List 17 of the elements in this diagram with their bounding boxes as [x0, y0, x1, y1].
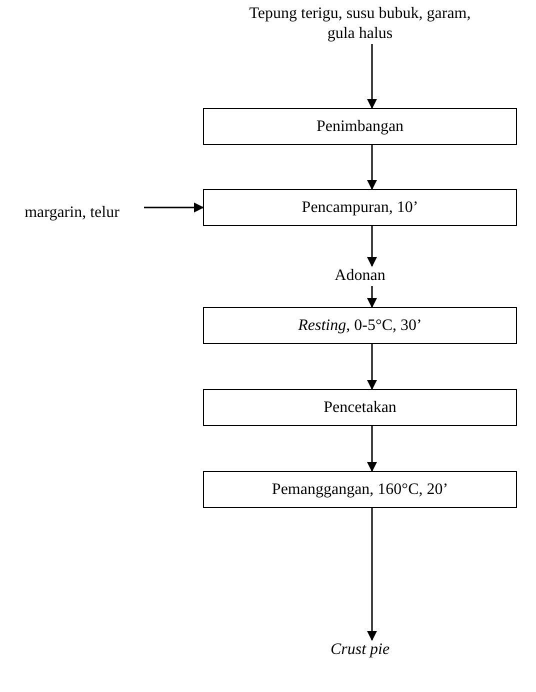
arrow	[367, 145, 377, 190]
process-box: Pencampuran, 10’	[203, 189, 517, 226]
flow-text: Crust pie	[330, 640, 390, 660]
arrow	[367, 344, 377, 390]
process-box: Pencetakan	[203, 389, 517, 426]
flow-text: Tepung terigu, susu bubuk, garam, gula halus	[245, 4, 475, 44]
arrow	[367, 426, 377, 472]
process-box: Penimbangan	[203, 108, 517, 145]
arrow	[367, 286, 377, 308]
process-box: Resting, 0-5°C, 30’	[203, 307, 517, 344]
arrow	[144, 202, 204, 212]
flow-text: Adonan	[334, 266, 386, 286]
flow-text: margarin, telur	[4, 203, 140, 223]
process-box: Pemanggangan, 160°C, 20’	[203, 471, 517, 508]
arrow	[367, 508, 377, 641]
arrow	[367, 44, 377, 109]
arrow	[367, 226, 377, 267]
